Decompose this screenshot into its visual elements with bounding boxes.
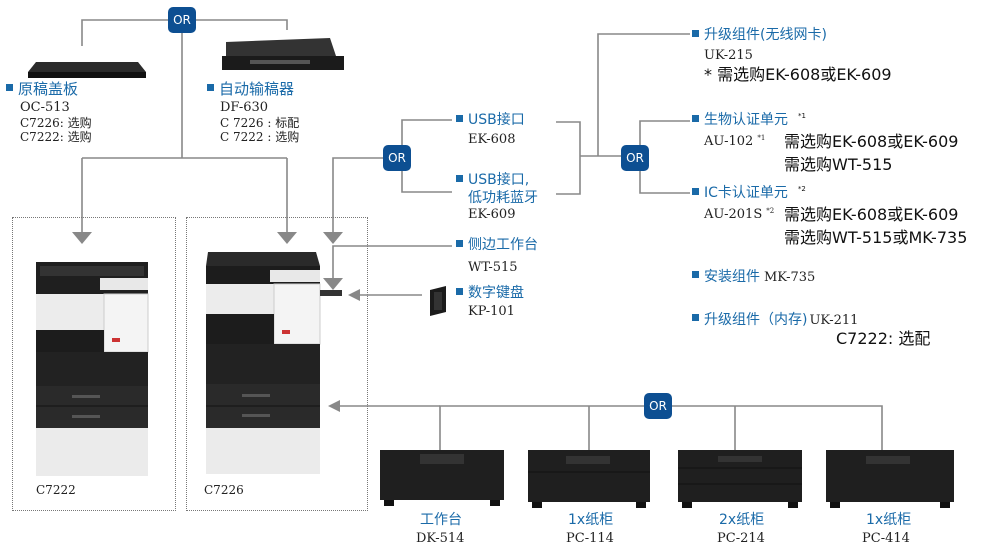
or-badge-cabinets: OR	[644, 393, 672, 419]
adf-note-c7222: C 7222 : 选购	[220, 130, 300, 144]
bio-auth-model: AU-102*1	[704, 134, 766, 149]
ic-auth-note1: 需选购EK-608或EK-609	[784, 205, 959, 224]
original-cover-note-c7222: C7222: 选购	[20, 130, 92, 144]
adf-note-c7226: C 7226 : 标配	[220, 116, 300, 130]
worktable-model: WT-515	[468, 260, 518, 275]
c7226-enclosure	[186, 217, 368, 511]
bio-auth-label: 生物认证单元*1	[692, 113, 806, 127]
usb-ek608-label: USB接口	[456, 113, 525, 127]
cabinet-pc414-model: PC-414	[862, 531, 910, 546]
memory-upgrade-label: 升级组件（内存)UK-211	[692, 311, 858, 327]
original-cover-note-c7226: C7226: 选购	[20, 116, 92, 130]
bullet-icon	[207, 84, 214, 91]
keypad-model: KP-101	[468, 304, 515, 319]
machine-c7222-label: C7222	[36, 483, 76, 497]
bullet-icon	[456, 174, 463, 182]
ic-auth-label: IC卡认证单元*2	[692, 186, 806, 200]
cabinet-dk514-image	[380, 450, 504, 506]
original-cover-label: 原稿盖板	[6, 82, 78, 97]
original-cover-image	[28, 62, 146, 78]
bullet-icon	[456, 114, 463, 122]
bullet-icon	[692, 314, 699, 321]
cabinet-pc114-image	[528, 450, 650, 508]
ic-auth-model: AU-201S*2	[704, 207, 775, 222]
cabinet-pc214-name: 2x纸柜	[719, 512, 765, 528]
bullet-icon	[692, 114, 699, 122]
cabinet-pc414-image	[826, 450, 954, 508]
bullet-icon	[692, 187, 699, 195]
worktable-label: 侧边工作台	[456, 238, 538, 252]
memory-upgrade-note: C7222: 选配	[836, 329, 931, 348]
machine-c7226-label: C7226	[204, 483, 244, 497]
or-badge-auth: OR	[621, 145, 649, 171]
bullet-icon	[692, 271, 699, 278]
cabinet-pc414-name: 1x纸柜	[866, 512, 912, 528]
usb-ek609-model: EK-609	[468, 207, 516, 222]
cabinet-pc114-model: PC-114	[566, 531, 614, 546]
cabinet-pc114-name: 1x纸柜	[568, 512, 614, 528]
usb-ek609-label-line2: 低功耗蓝牙	[468, 190, 538, 206]
keypad-image	[430, 286, 446, 316]
upgrade-wifi-model: UK-215	[704, 48, 753, 63]
or-badge-usb: OR	[383, 145, 411, 171]
bio-auth-note2: 需选购WT-515	[784, 155, 893, 174]
adf-label: 自动输稿器	[207, 82, 294, 97]
adf-image	[222, 38, 344, 70]
c7222-enclosure	[12, 217, 176, 511]
usb-ek608-model: EK-608	[468, 132, 516, 147]
upgrade-wifi-note: * 需选购EK-608或EK-609	[704, 65, 892, 84]
bio-auth-note1: 需选购EK-608或EK-609	[784, 132, 959, 151]
adf-model: DF-630	[220, 100, 269, 115]
bullet-icon	[692, 29, 699, 37]
upgrade-wifi-label: 升级组件(无线网卡)	[692, 28, 827, 42]
usb-ek609-label: USB接口,	[456, 173, 529, 187]
ic-auth-note2: 需选购WT-515或MK-735	[784, 228, 968, 247]
cabinet-pc214-model: PC-214	[717, 531, 765, 546]
or-badge-originals: OR	[168, 7, 196, 33]
keypad-label: 数字键盘	[456, 286, 524, 300]
cabinet-pc214-image	[678, 450, 802, 508]
cabinet-dk514-model: DK-514	[416, 531, 465, 546]
original-cover-model: OC-513	[20, 100, 70, 115]
cabinet-dk514-name: 工作台	[420, 512, 462, 528]
machine-c7226-image	[206, 252, 342, 474]
machine-c7222-image	[36, 262, 149, 476]
bullet-icon	[456, 239, 463, 247]
bullet-icon	[456, 287, 463, 295]
bullet-icon	[6, 84, 13, 91]
